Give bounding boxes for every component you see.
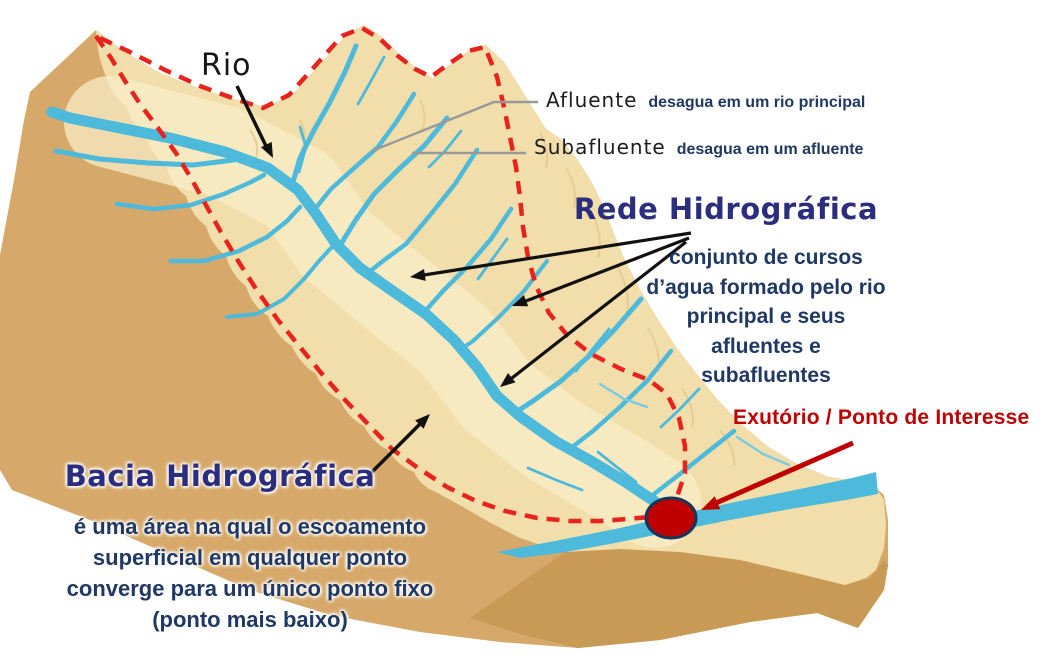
terrain-front-face — [470, 549, 888, 648]
watershed-boundary — [94, 25, 688, 524]
rio-arrow — [235, 85, 273, 158]
subafluente-desc: desagua em um afluente — [676, 141, 864, 158]
rede-hidrografica-description: conjunto de cursos d’agua formado pelo r… — [605, 243, 927, 391]
bacia-desc-line: é uma área na qual o escoamento — [73, 514, 427, 539]
afluente-legend: Afluente desagua em um rio principal — [546, 88, 865, 112]
river-network — [46, 43, 791, 520]
rede-desc-line: principal e seus — [686, 305, 846, 328]
rede-desc-line: subafluentes — [701, 364, 831, 387]
main-river — [46, 106, 676, 520]
exutorio-label: Exutório / Ponto de Interesse — [733, 406, 1030, 429]
subafluente-term: Subafluente — [534, 135, 666, 159]
rede-desc-line: afluentes e — [711, 334, 821, 358]
watershed-boundary-right — [99, 25, 688, 498]
outlet-ellipse — [644, 496, 698, 540]
rede-hidrografica-title: Rede Hidrográfica — [573, 192, 879, 226]
rede-arrows — [410, 231, 692, 387]
afluente-desc: desagua em um rio principal — [648, 94, 866, 111]
bacia-desc-line: superficial em qualquer ponto — [92, 545, 408, 570]
rede-desc-line: conjunto de cursos — [669, 246, 863, 269]
outside-streams — [598, 382, 791, 467]
rio-label: Rio — [201, 48, 252, 83]
subafluente-legend: Subafluente desagua em um afluente — [534, 135, 863, 159]
afluente-term: Afluente — [546, 88, 638, 112]
black-arrows — [235, 85, 692, 489]
bacia-hidrografica-description: é uma área na qual o escoamento superfic… — [10, 511, 490, 635]
bacia-arrow — [355, 414, 430, 489]
minor-streams — [297, 55, 701, 492]
leader-lines — [371, 100, 538, 155]
rede-desc-line: d’agua formado pelo rio — [646, 275, 886, 299]
bacia-desc-line: converge para um único ponto fixo — [66, 576, 434, 601]
afluente-leader-line — [371, 100, 538, 153]
exutorio-arrow — [701, 440, 855, 510]
bacia-hidrografica-title: Bacia Hidrográfica — [64, 459, 376, 493]
bacia-desc-line: (ponto mais baixo) — [152, 607, 348, 632]
watershed-boundary-left — [94, 34, 651, 524]
